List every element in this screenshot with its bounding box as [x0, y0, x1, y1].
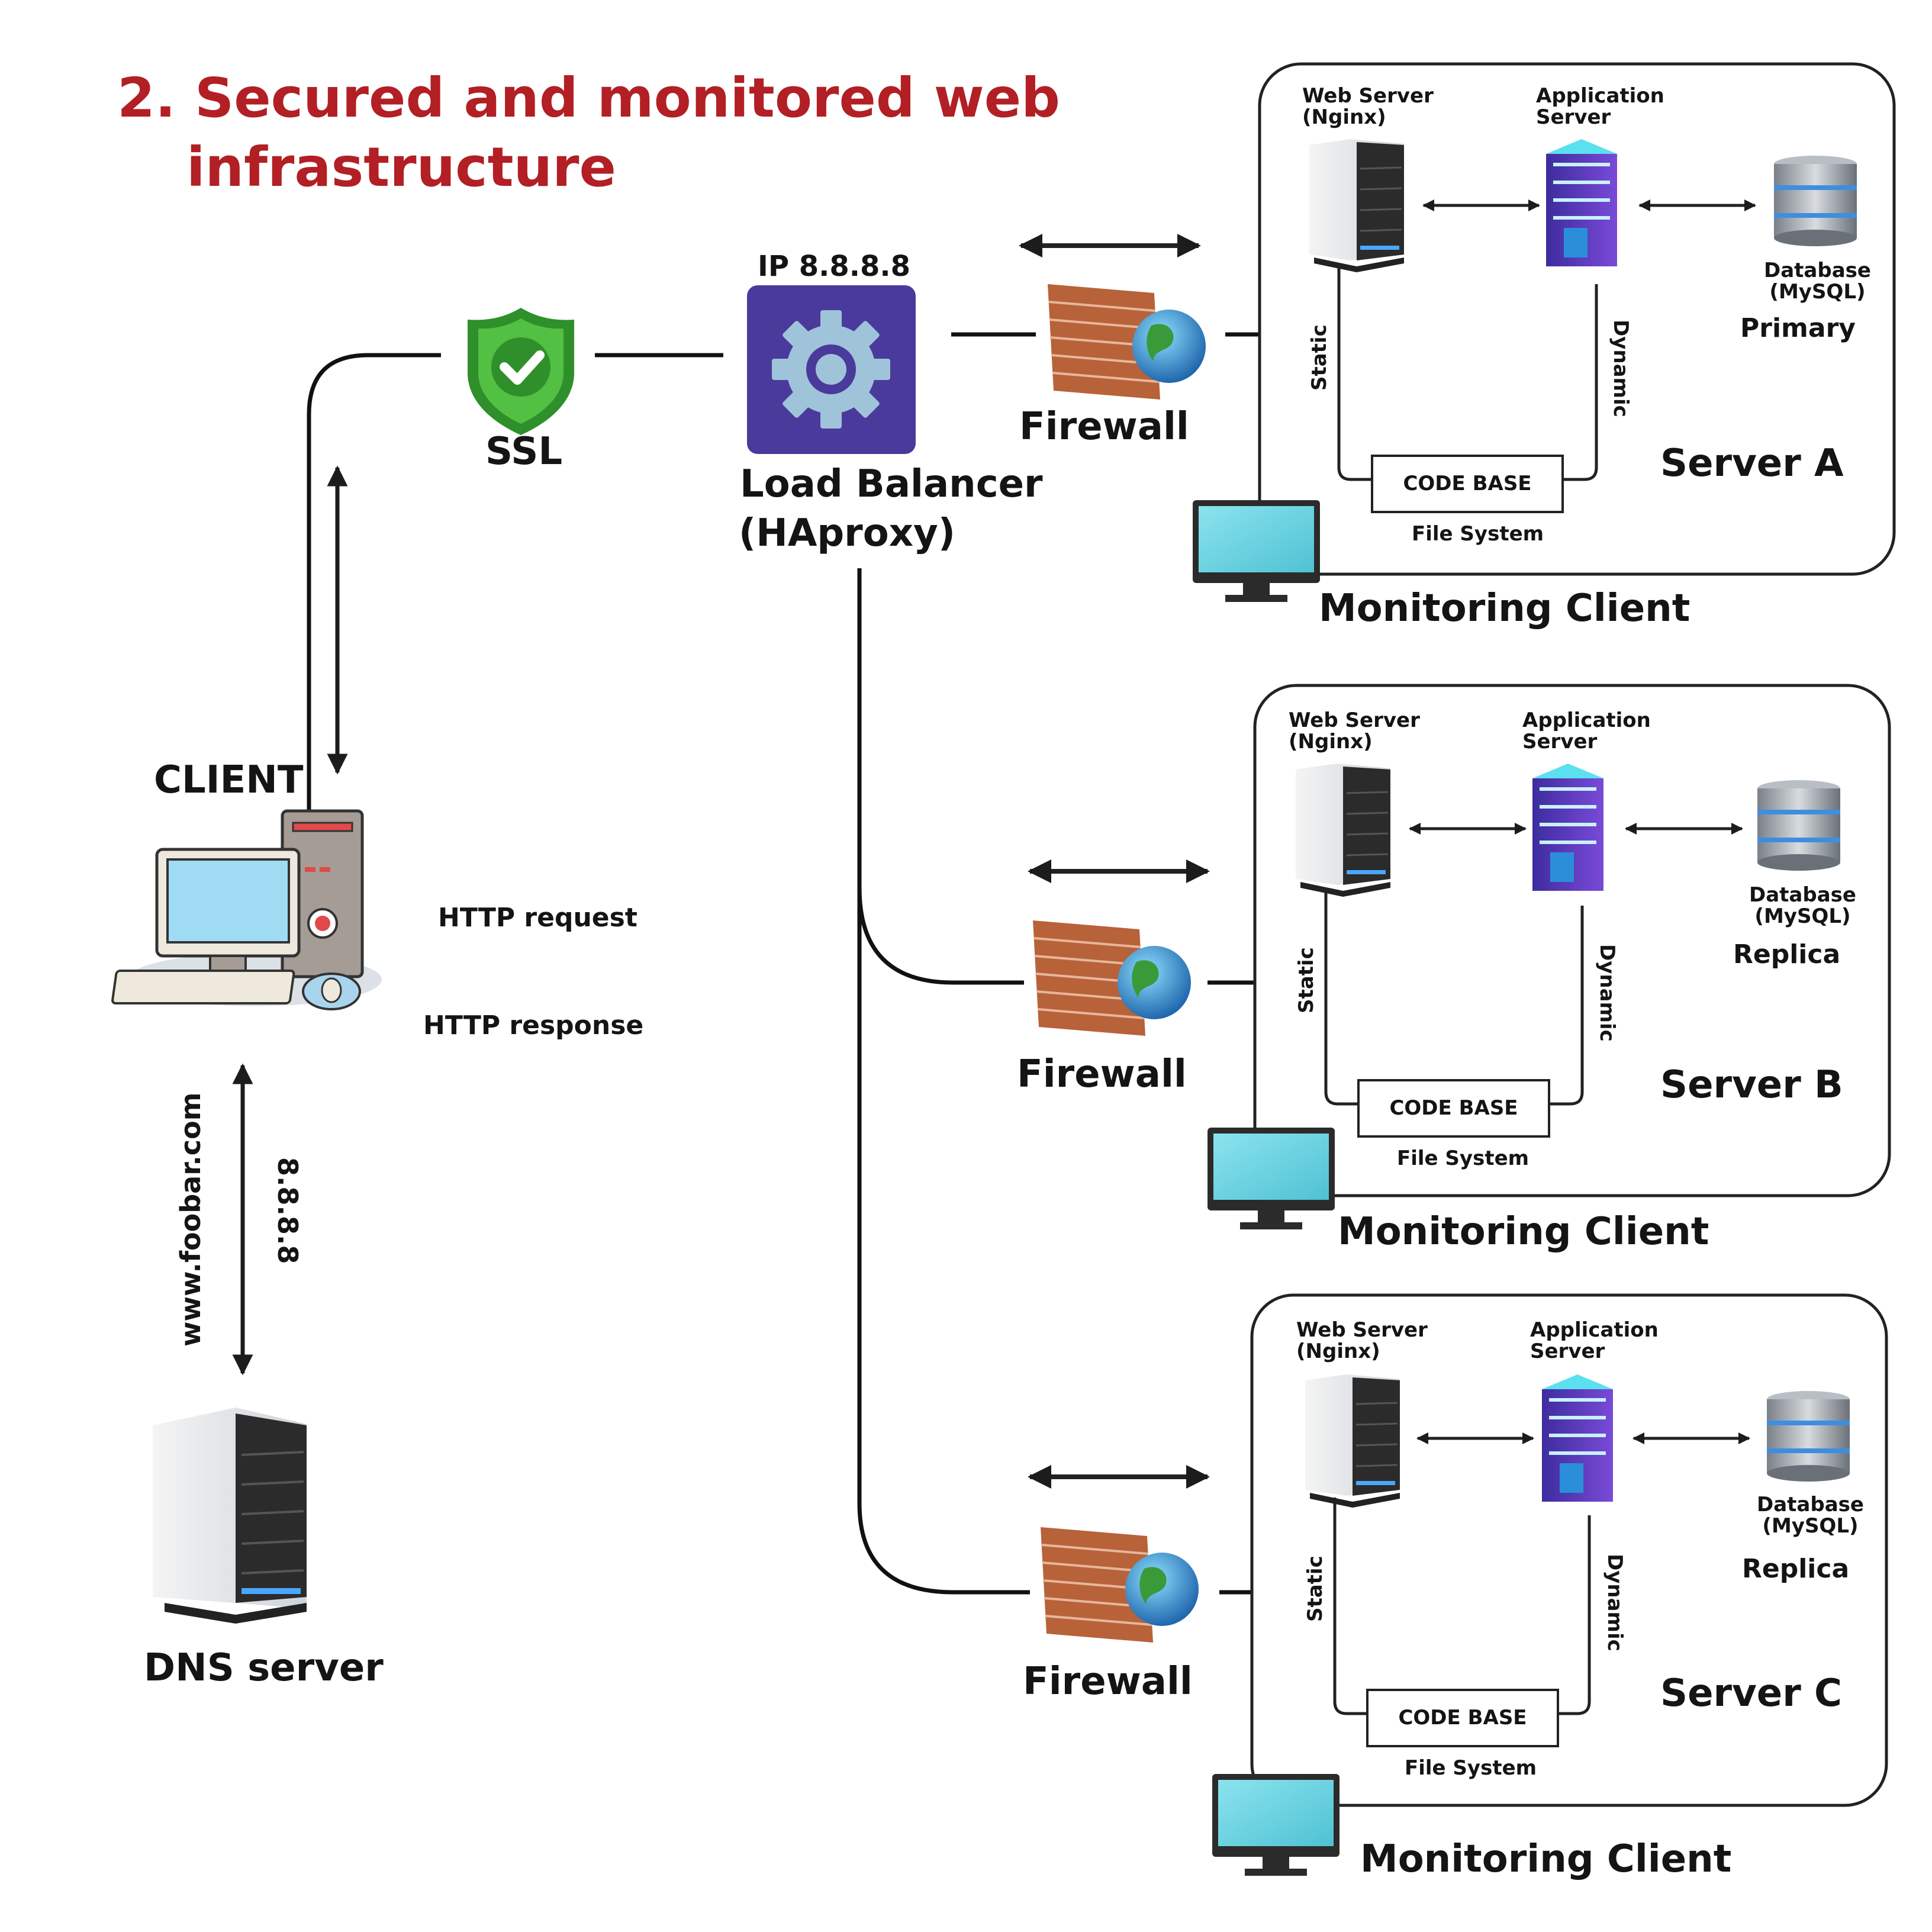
db-c-label: Database(MySQL) — [1757, 1493, 1864, 1538]
codebase-box-c — [1366, 1689, 1559, 1747]
dns-ip-label: 8.8.8.8 — [272, 1157, 304, 1264]
db-a-label: Database(MySQL) — [1764, 259, 1871, 304]
web-server-b-label: Web Server(Nginx) — [1289, 709, 1420, 754]
monitoring-b-label: Monitoring Client — [1338, 1210, 1709, 1254]
dns-domain-label: www.foobar.com — [175, 1092, 207, 1347]
monitor-icon — [1212, 1774, 1339, 1876]
filesystem-a-label: File System — [1412, 522, 1544, 546]
app-server-icon — [1542, 1374, 1613, 1502]
monitoring-c-label: Monitoring Client — [1360, 1837, 1732, 1881]
static-b-label: Static — [1295, 947, 1318, 1013]
codebase-b-label: CODE BASE — [1389, 1096, 1518, 1120]
desktop-computer-icon — [111, 809, 382, 1010]
codebase-a-label: CODE BASE — [1403, 472, 1532, 495]
db-a-role: Primary — [1740, 313, 1856, 343]
server-b-name: Server B — [1660, 1063, 1843, 1107]
monitor-icon — [1193, 500, 1320, 602]
server-c-name: Server C — [1660, 1672, 1842, 1715]
client-ssl-line — [307, 353, 441, 817]
gear-icon — [747, 285, 916, 454]
dynamic-b-label: Dynamic — [1595, 944, 1619, 1042]
db-b-label: Database(MySQL) — [1749, 883, 1856, 928]
codebase-box-b — [1357, 1079, 1550, 1138]
firewall-c-label: Firewall — [1023, 1660, 1193, 1704]
monitoring-a-label: Monitoring Client — [1319, 587, 1690, 630]
firewall-a-label: Firewall — [1019, 405, 1189, 449]
codebase-c-label: CODE BASE — [1398, 1706, 1527, 1730]
filesystem-c-label: File System — [1405, 1756, 1537, 1780]
db-b-role: Replica — [1733, 939, 1841, 970]
app-server-icon — [1532, 764, 1603, 891]
http-request-label: HTTP request — [438, 903, 637, 933]
brick-firewall-icon — [1033, 920, 1191, 1036]
dns-label: DNS server — [144, 1646, 384, 1690]
brick-firewall-icon — [1041, 1527, 1199, 1643]
filesystem-b-label: File System — [1397, 1147, 1530, 1170]
monitor-icon — [1208, 1128, 1335, 1229]
static-c-label: Static — [1303, 1556, 1327, 1622]
web-server-c-label: Web Server(Nginx) — [1296, 1318, 1428, 1363]
database-icon — [1767, 1391, 1850, 1482]
db-c-role: Replica — [1742, 1554, 1850, 1584]
shield-check-icon — [468, 308, 574, 435]
web-server-a-label: Web Server(Nginx) — [1302, 84, 1434, 129]
lb-ip-label: IP 8.8.8.8 — [758, 250, 911, 283]
dynamic-c-label: Dynamic — [1603, 1554, 1627, 1651]
lb-label: Load Balancer — [740, 462, 1043, 506]
database-icon — [1757, 780, 1840, 871]
static-a-label: Static — [1308, 324, 1331, 391]
server-tower-icon — [153, 1408, 307, 1624]
dynamic-a-label: Dynamic — [1609, 320, 1632, 417]
server-tower-icon — [1309, 139, 1404, 272]
server-a-name: Server A — [1660, 442, 1844, 485]
app-server-icon — [1546, 139, 1617, 266]
codebase-box-a — [1371, 455, 1564, 513]
brick-firewall-icon — [1048, 284, 1206, 400]
http-response-label: HTTP response — [423, 1010, 644, 1041]
page-title: 2. Secured and monitored web — [117, 66, 1060, 130]
database-icon — [1774, 156, 1857, 246]
page-title-line2: infrastructure — [186, 136, 616, 199]
firewall-b-label: Firewall — [1017, 1052, 1187, 1096]
ssl-label: SSL — [485, 430, 563, 474]
client-label: CLIENT — [154, 758, 304, 802]
lb-sublabel: (HAproxy) — [739, 511, 955, 555]
